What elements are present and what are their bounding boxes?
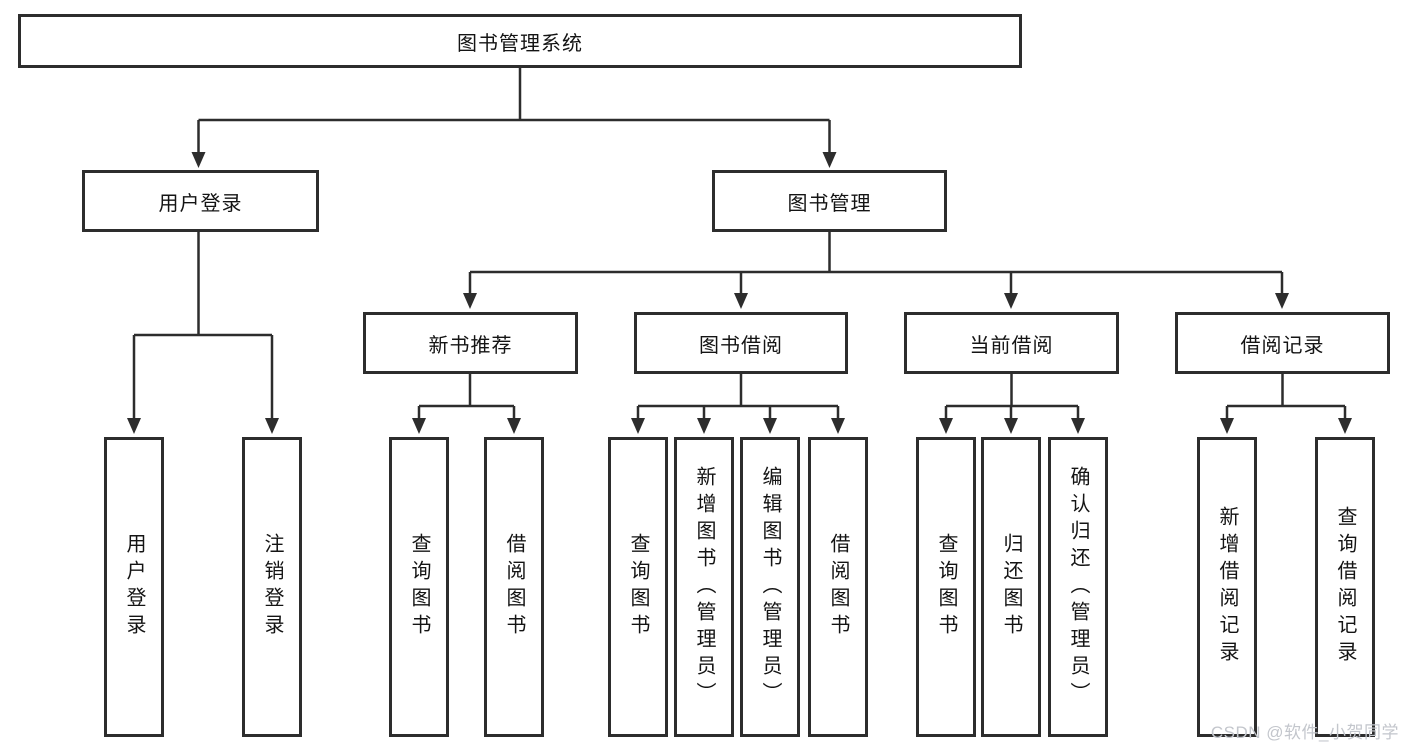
node-label: 查询借阅记录	[1334, 506, 1356, 668]
node-label: 新增图书（管理员）	[693, 465, 715, 709]
arrowhead	[697, 418, 711, 434]
node-current-borrowing: 当前借阅	[904, 312, 1119, 374]
node-leaf-add-books-admin: 新增图书（管理员）	[674, 437, 734, 737]
arrowhead	[127, 418, 141, 434]
node-leaf-confirm-return-admin: 确认归还（管理员）	[1048, 437, 1108, 737]
arrowhead	[822, 152, 837, 168]
arrowhead	[631, 418, 645, 434]
node-label: 查询图书	[935, 533, 957, 641]
node-book-borrowing: 图书借阅	[634, 312, 848, 374]
node-label: 用户登录	[123, 533, 145, 641]
arrowhead	[831, 418, 845, 434]
node-leaf-query-books-1: 查询图书	[389, 437, 449, 737]
node-leaf-query-borrow-record: 查询借阅记录	[1315, 437, 1375, 737]
node-label: 新增借阅记录	[1216, 506, 1238, 668]
node-label: 查询图书	[627, 533, 649, 641]
node-label: 新书推荐	[428, 334, 513, 357]
connector-current-borrow-children	[939, 374, 1085, 434]
arrowhead	[507, 418, 521, 434]
node-book-management: 图书管理	[712, 170, 947, 232]
node-label: 归还图书	[1000, 533, 1022, 641]
arrowhead	[1071, 418, 1085, 434]
node-leaf-return-books: 归还图书	[981, 437, 1041, 737]
arrowhead	[412, 418, 426, 434]
arrowhead	[939, 418, 953, 434]
arrowhead	[265, 418, 279, 434]
node-label: 图书管理系统	[457, 32, 583, 55]
arrowhead	[1004, 293, 1018, 309]
node-leaf-edit-books-admin: 编辑图书（管理员）	[740, 437, 800, 737]
node-label: 当前借阅	[969, 334, 1054, 357]
node-library-management-system: 图书管理系统	[18, 14, 1022, 68]
node-label: 图书借阅	[699, 334, 783, 357]
connector-borrow-records-children	[1220, 374, 1352, 434]
arrowhead	[763, 418, 777, 434]
connector-new-book-children	[412, 374, 521, 434]
arrowhead	[1275, 293, 1289, 309]
node-leaf-query-books-2: 查询图书	[608, 437, 668, 737]
node-new-book-recommendation: 新书推荐	[363, 312, 578, 374]
connector-user-login-children	[127, 232, 279, 434]
node-leaf-query-books-3: 查询图书	[916, 437, 976, 737]
arrowhead	[1338, 418, 1352, 434]
node-label: 借阅图书	[827, 533, 849, 641]
node-leaf-user-login: 用户登录	[104, 437, 164, 737]
arrowhead	[463, 293, 477, 309]
node-label: 注销登录	[261, 533, 283, 641]
node-label: 用户登录	[158, 192, 243, 215]
node-leaf-logout: 注销登录	[242, 437, 302, 737]
node-label: 借阅记录	[1240, 334, 1325, 357]
node-borrowing-records: 借阅记录	[1175, 312, 1390, 374]
arrowhead	[1004, 418, 1018, 434]
arrowhead	[1220, 418, 1234, 434]
node-leaf-borrow-books-2: 借阅图书	[808, 437, 868, 737]
node-label: 编辑图书（管理员）	[759, 465, 781, 709]
arrowhead	[191, 152, 206, 168]
node-leaf-add-borrow-record: 新增借阅记录	[1197, 437, 1257, 737]
node-label: 图书管理	[787, 192, 872, 215]
node-user-login: 用户登录	[82, 170, 319, 232]
arrowhead	[734, 293, 748, 309]
node-label: 查询图书	[408, 533, 430, 641]
node-label: 借阅图书	[503, 533, 525, 641]
node-leaf-borrow-books-1: 借阅图书	[484, 437, 544, 737]
csdn-watermark: CSDN @软件_小贺同学	[1210, 723, 1399, 742]
node-label: 确认归还（管理员）	[1067, 465, 1089, 709]
connector-book-borrow-children	[631, 374, 845, 434]
connector-root-to-level2	[191, 68, 837, 168]
connector-book-management-children	[463, 232, 1289, 309]
